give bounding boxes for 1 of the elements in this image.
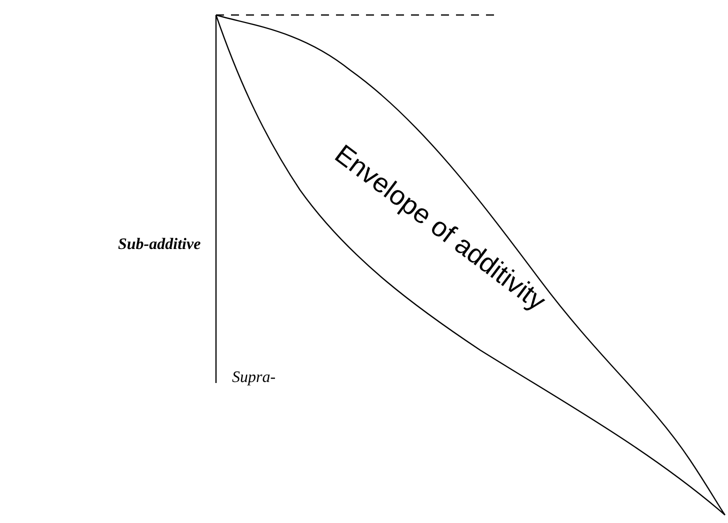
axis-label: Sub-additive <box>118 237 201 253</box>
